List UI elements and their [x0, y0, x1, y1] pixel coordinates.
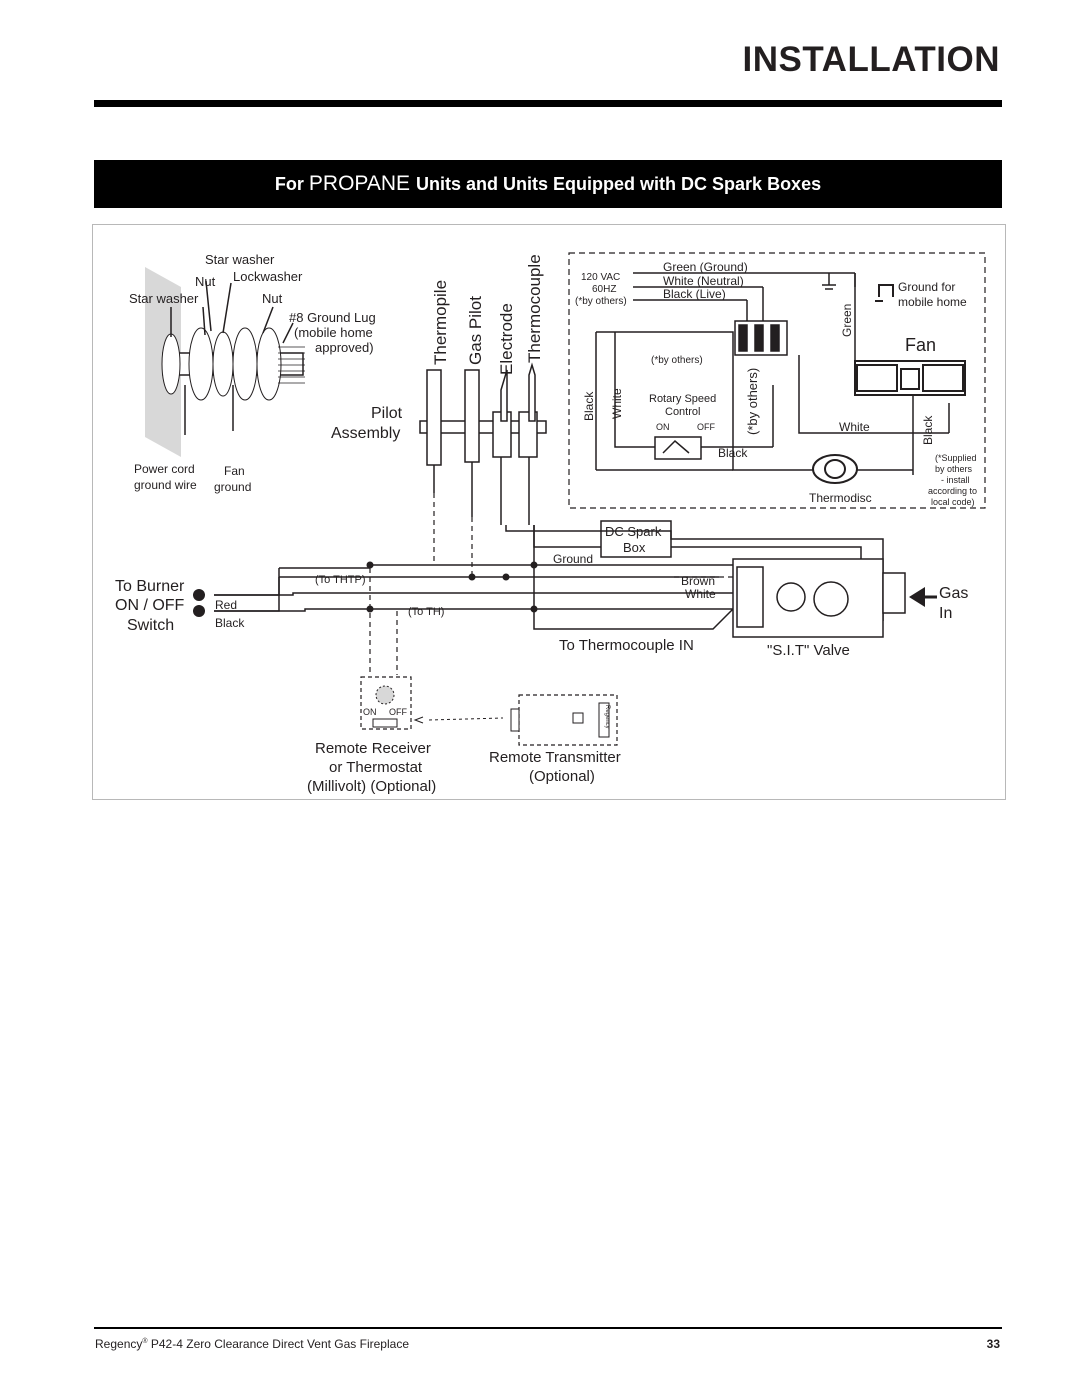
black-vertical-label: Black [582, 391, 596, 421]
supplied-note-4: according to [928, 486, 977, 496]
remote-transmitter-box [518, 694, 618, 746]
switch-label: Switch [127, 617, 174, 634]
lockwasher-label: Lockwasher [233, 269, 303, 284]
dc-spark-box [600, 520, 672, 558]
star-washer-top-label: Star washer [205, 252, 275, 267]
to-thtp-label: (To THTP) [315, 574, 366, 586]
terminal-block [734, 320, 788, 356]
gas-in-label: In [939, 605, 952, 622]
fan-ground-label-2: ground [214, 480, 251, 494]
black-live-label: Black (Live) [663, 287, 726, 301]
fan-ground-label: Fan [224, 464, 245, 478]
ground-lug-label: #8 Ground Lug [289, 310, 376, 325]
fan-wiring-dashed-box [568, 252, 986, 509]
black-wire-label: Black [215, 616, 245, 630]
remote-receiver-box [360, 676, 412, 730]
to-thermocouple-label: To Thermocouple IN [559, 637, 694, 654]
thermopile-label: Thermopile [431, 280, 450, 365]
speed-control-label-2: Control [665, 406, 700, 418]
black-bottom-label: Black [718, 446, 748, 460]
wiring-diagram: Star washer Nut Lockwasher Star washer N… [115, 252, 986, 795]
gas-in-arrow-icon [909, 587, 937, 607]
transmitter-brand-label: Regency [604, 705, 610, 729]
red-wire-label: Red [215, 598, 237, 612]
ground-lug-illustration [145, 267, 305, 457]
power-wires [595, 272, 950, 475]
ground-lug-label-3: approved) [315, 340, 374, 355]
footer-rule [94, 1327, 1002, 1329]
banner-rest: Units and Units Equipped with DC Spark B… [416, 173, 822, 194]
speed-on-label: ON [656, 422, 670, 432]
section-banner: For PROPANE Units and Units Equipped wit… [94, 160, 1002, 208]
electrode-label: Electrode [497, 303, 516, 375]
white-right-label: White [839, 420, 870, 434]
receiver-label: Remote Receiver [315, 740, 431, 757]
transmitter-label: Remote Transmitter [489, 749, 621, 766]
speed-control-switch [654, 436, 702, 460]
gas-pilot-label: Gas Pilot [466, 296, 485, 365]
power-cord-label: Power cord [134, 462, 195, 476]
fan-label: Fan [905, 335, 936, 355]
gas-label: Gas [939, 585, 968, 602]
white-wire-label: White [685, 587, 716, 601]
receiver-label-3: (Millivolt) (Optional) [307, 778, 436, 795]
white-neutral-label: White (Neutral) [663, 274, 744, 288]
fan-illustration [854, 360, 966, 396]
nut-top-label: Nut [195, 274, 216, 289]
thermodisc-icon [812, 454, 858, 484]
footer-registered-mark: ® [142, 1338, 148, 1345]
receiver-off-label: OFF [389, 707, 407, 717]
assembly-label: Assembly [331, 425, 400, 442]
receiver-on-label: ON [363, 707, 377, 717]
dc-spark-box-label: Box [623, 540, 646, 555]
ground-mobile-label-2: mobile home [898, 295, 967, 309]
supplied-note-5: local code) [931, 497, 975, 507]
title-rule [94, 100, 1002, 107]
to-th-label: (To TH) [408, 606, 444, 618]
banner-prefix: For [274, 173, 304, 194]
to-burner-label: To Burner [115, 578, 185, 595]
nut-right-label: Nut [262, 291, 283, 306]
ground-mobile-label: Ground for [898, 280, 955, 294]
supplied-note-2: by others [935, 464, 973, 474]
wiring-diagram-frame: Star washer Nut Lockwasher Star washer N… [92, 224, 1006, 800]
dashed-control-wires [369, 493, 733, 675]
by-others-small-label: (*by others) [651, 355, 703, 366]
black-right-label: Black [921, 415, 935, 445]
footer-text: Regency® P42-4 Zero Clearance Direct Ven… [95, 1337, 409, 1351]
signal-arrow-icon [413, 716, 504, 724]
speed-control-label: Rotary Speed [649, 393, 716, 405]
vac-label: 120 VAC [581, 272, 620, 283]
mobile-home-ground-icon [875, 284, 894, 302]
white-vertical-label: White [610, 388, 624, 419]
ground-symbol [822, 273, 836, 290]
by-others-vertical-label: (*by others) [745, 368, 760, 435]
by-others-label: (*by others) [575, 296, 627, 307]
on-off-label: ON / OFF [115, 597, 185, 614]
green-ground-label: Green (Ground) [663, 260, 748, 274]
supplied-note-3: - install [941, 475, 970, 485]
star-washer-left-label: Star washer [129, 291, 199, 306]
hz-label: 60HZ [592, 284, 616, 295]
thermodisc-label: Thermodisc [809, 491, 872, 505]
green-vertical-label: Green [840, 304, 854, 337]
footer-title: P42-4 Zero Clearance Direct Vent Gas Fir… [147, 1337, 409, 1351]
speed-off-label: OFF [697, 422, 715, 432]
thermocouple-label: Thermocouple [525, 254, 544, 363]
banner-highlight: PROPANE [308, 172, 411, 195]
ground-lug-label-2: (mobile home [294, 325, 373, 340]
page-title: INSTALLATION [742, 40, 1000, 79]
supplied-note-1: (*Supplied [935, 453, 977, 463]
sit-valve-illustration [732, 558, 906, 638]
page-number: 33 [986, 1337, 1000, 1351]
pilot-label: Pilot [371, 405, 403, 422]
pilot-assembly-illustration [419, 362, 547, 525]
power-cord-label-2: ground wire [134, 478, 197, 492]
transmitter-label-2: (Optional) [529, 768, 595, 785]
sit-valve-label: "S.I.T" Valve [767, 642, 850, 659]
brown-wire-label: Brown [681, 574, 715, 588]
receiver-label-2: or Thermostat [329, 759, 423, 776]
spark-ground-label: Ground [553, 552, 593, 566]
footer-brand: Regency [95, 1337, 143, 1351]
